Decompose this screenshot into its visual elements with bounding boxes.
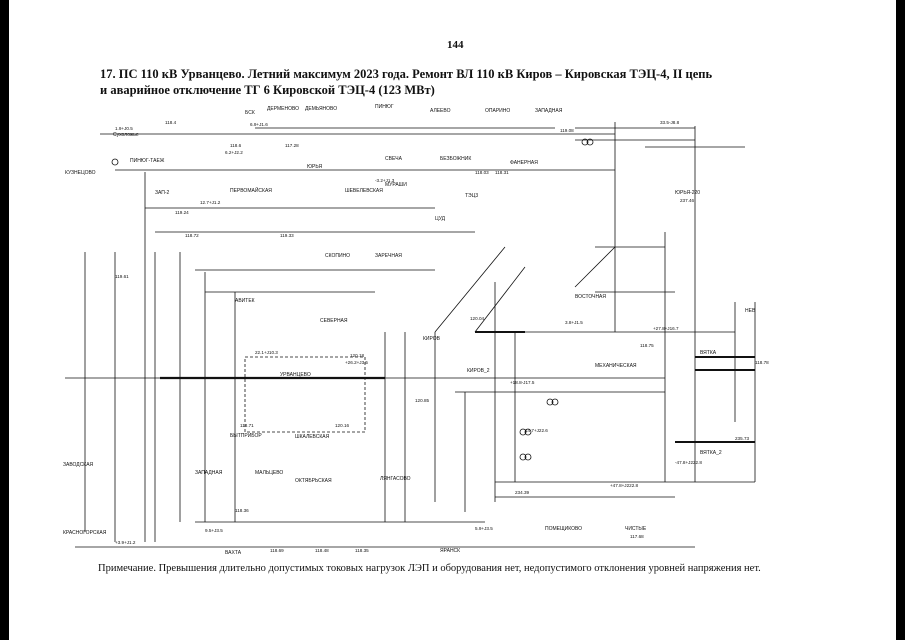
label-zarechnaya: ЗАРЕЧНАЯ [375,253,402,259]
flow-14: 9.5+J3.5 [205,528,223,533]
voltage-119-08: 119.08 [560,128,574,133]
label-kirov: КИРОВ [423,336,441,342]
label-pervomayskaya: ПЕРВОМАЙСКАЯ [230,186,272,194]
voltage-237-46: 237.46 [680,198,694,203]
flow-4: -3.2+J1.3 [375,178,395,183]
flow-5: 14.7+J22.6 [525,428,548,433]
label-murashi: МУРАШИ [385,182,407,188]
label-kirov-2: КИРОВ_2 [467,368,490,374]
label-vostochnaya: ВОСТОЧНАЯ [575,294,606,300]
label-zapadnaya-2: ЗАПАДНАЯ [195,470,223,476]
voltage-118-75: 118.75 [640,343,654,348]
flow-17: 3.8+J1.5 [565,320,583,325]
label-svecha: СВЕЧА [385,156,403,162]
voltage-118-48: 118.48 [315,548,329,553]
label-pinyug-taezh: ПИНЮГ-ТАЕЖ [130,158,165,164]
voltage-120-18: 120.18 [350,353,364,358]
label-oktyabrskaya: ОКТЯБРЬСКАЯ [295,478,332,484]
label-bytpribor: БЫТПРИБОР [230,433,262,439]
voltage-118-72: 118.72 [185,233,199,238]
flow-12: +26.2+J3.5 [345,360,368,365]
label-vyatka-2: ВЯТКА_2 [700,450,722,456]
label-tets3: ТЭЦ3 [465,193,478,199]
label-kotelnich: ЮРЬЯ-220 [675,190,700,196]
voltage-118-36: 118.36 [235,508,249,513]
footnote: Примечание. Превышения длительно допусти… [98,563,761,574]
flow-7: +47.8+J222.8 [610,483,639,488]
voltage-120-85: 120.85 [415,398,429,403]
label-zavodskaya: ЗАВОДСКАЯ [63,462,94,468]
flow-6: -47.8+J222.8 [675,460,702,465]
label-aleevo: АЛЕЕВО [430,108,451,114]
voltage-117-68: 117.68 [630,534,644,539]
voltage-117-28: 117.28 [285,143,299,148]
voltage-120-16: 120.16 [335,423,349,428]
flow-8: 33.5-J8.8 [660,120,680,125]
label-chistye: ЧИСТЫЕ [625,526,647,532]
flow-10: +18.8-J17.5 [510,380,535,385]
label-bezbozhnik: БЕЗБОЖНИК [440,156,471,162]
voltage-119-33: 119.33 [280,233,294,238]
label-avitek: АВИТЕК [235,298,255,304]
label-severnaya: СЕВЕРНАЯ [320,318,348,324]
label-zap-2: ЗАП-2 [155,190,170,196]
flow-11: 22.1+J10.3 [255,350,278,355]
flow-3: 6.2+J2.2 [225,150,243,155]
label-opaparino: ОПАРИНО [485,108,510,114]
label-urvancevo: УРВАНЦЕВО [280,372,311,378]
flow-16: +3.9+J1.2 [115,540,136,545]
label-shkalevskaya: ШКАЛЕВСКАЯ [295,434,330,440]
label-suholozhe: Сухоложье [113,132,139,138]
page-number: 144 [447,39,464,51]
right-scan-border [896,0,905,640]
label-yurya: ЮРЬЯ [307,164,322,170]
flow-2: 6.9+J1.6 [250,122,268,127]
label-dermenovo: ДЕРМЕНОВО [267,106,299,112]
label-mehanicheskaya: МЕХАНИЧЕСКАЯ [595,363,637,369]
voltage-119-24: 119.24 [175,210,189,215]
label-nev: НЕВ [745,308,756,314]
label-bsk: БСК [245,110,255,116]
label-pomeshikovo: ПОМЕЩИКОВО [545,526,582,532]
voltage-235-73: 235.73 [735,436,749,441]
label-zapadnaya: ЗАПАДНАЯ [535,108,563,114]
voltage-119-61: 119.61 [115,274,129,279]
title-line-1: 17. ПС 110 кВ Урванцево. Летний максимум… [100,67,713,81]
document-title: 17. ПС 110 кВ Урванцево. Летний максимум… [100,66,860,98]
voltage-118-03: 118.03 [475,170,489,175]
power-grid-scheme: БСК ДЕРМЕНОВО ДЕМЬЯНОВО ПИНЮГ АЛЕЕВО ОПА… [63,104,769,556]
label-kuznetsovo: КУЗНЕЦОВО [65,170,96,176]
voltage-234-39: 234.39 [515,490,529,495]
flow-15: 12.7+J1.2 [200,200,221,205]
voltage-118-78: 118.78 [755,360,769,365]
voltage-120-04: 120.04 [470,316,484,321]
flow-13: 5.9+J3.5 [475,526,493,531]
voltage-118-4: 118.4 [165,120,177,125]
voltage-118-6: 118.6 [230,143,242,148]
left-scan-border [0,0,9,640]
label-tsud: ЦУД [435,216,446,222]
label-krasnogorskaya: КРАСНОГОРСКАЯ [63,530,107,536]
label-skopino: СКОПИНО [325,253,350,259]
label-fanernaya: ФАНЕРНАЯ [510,160,538,166]
label-demyanovo: ДЕМЬЯНОВО [305,106,337,112]
voltage-118-69: 118.69 [270,548,284,553]
label-lyangasovo: ЛЯНГАСОВО [380,476,411,482]
label-pinyug: ПИНЮГ [375,104,394,110]
voltage-118-35: 118.35 [355,548,369,553]
label-shevelevskaya: ШЕВЕЛЕВСКАЯ [345,188,383,194]
voltage-118-71: 118.71 [240,423,254,428]
flow-9: +27.8+J16.7 [653,326,679,331]
flow-1: 1.9+J0.5 [115,126,133,131]
voltage-118-31: 118.31 [495,170,509,175]
title-line-2: и аварийное отключение ТГ 6 Кировской ТЭ… [100,83,435,97]
label-maltsevo: МАЛЬЦЕВО [255,470,283,476]
label-vakta: ВАХТА [225,550,242,556]
label-vyatka: ВЯТКА [700,350,717,356]
label-yaransk: ЯРАНСК [440,548,460,554]
